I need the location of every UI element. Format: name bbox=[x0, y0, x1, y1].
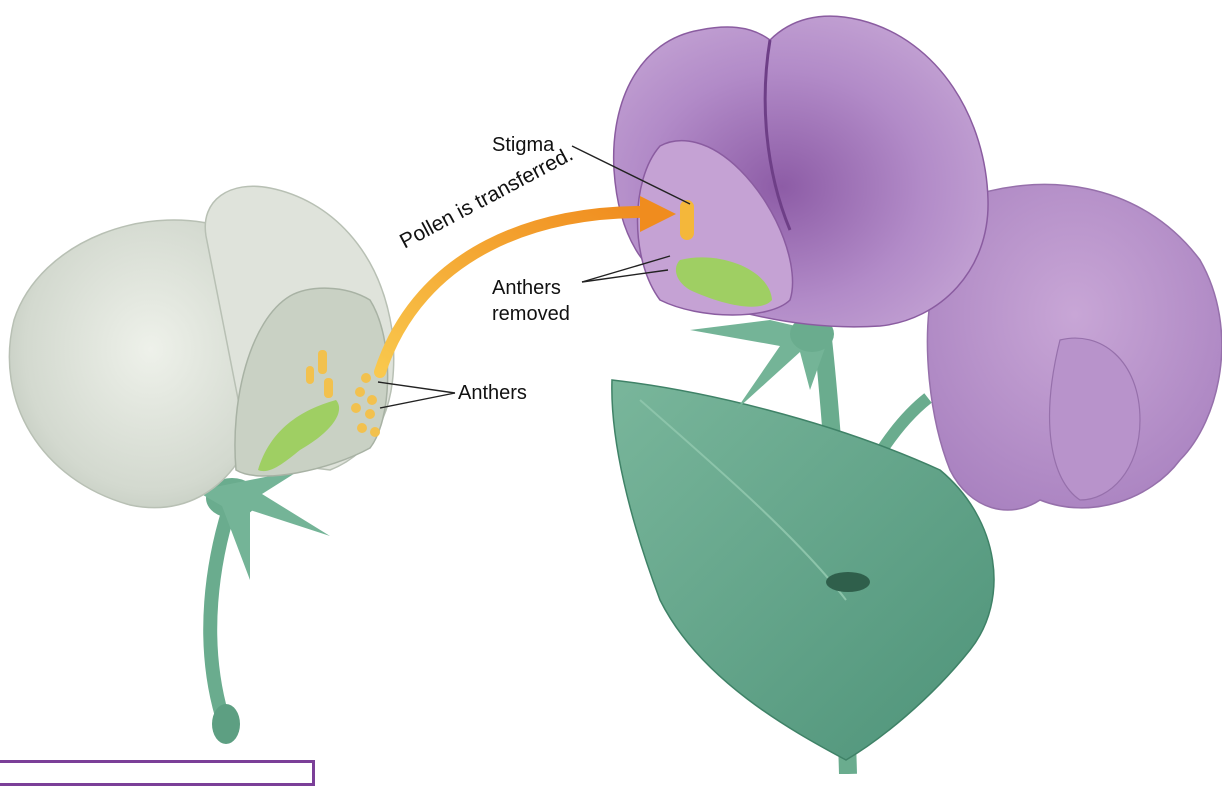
heart-leaf bbox=[612, 380, 994, 760]
stigma-mark bbox=[680, 200, 694, 240]
purple-plant bbox=[612, 16, 1222, 774]
anthers-removed-label-line1: Anthers bbox=[492, 276, 561, 300]
white-stem bbox=[210, 500, 232, 716]
white-stem-bud bbox=[212, 704, 240, 744]
caption-box bbox=[0, 760, 315, 786]
white-flower bbox=[9, 186, 393, 744]
leaf-node bbox=[826, 572, 870, 592]
anthers-label: Anthers bbox=[458, 381, 527, 405]
anthers-leader-2 bbox=[380, 393, 455, 408]
anthers-removed-label-line2: removed bbox=[492, 302, 570, 326]
